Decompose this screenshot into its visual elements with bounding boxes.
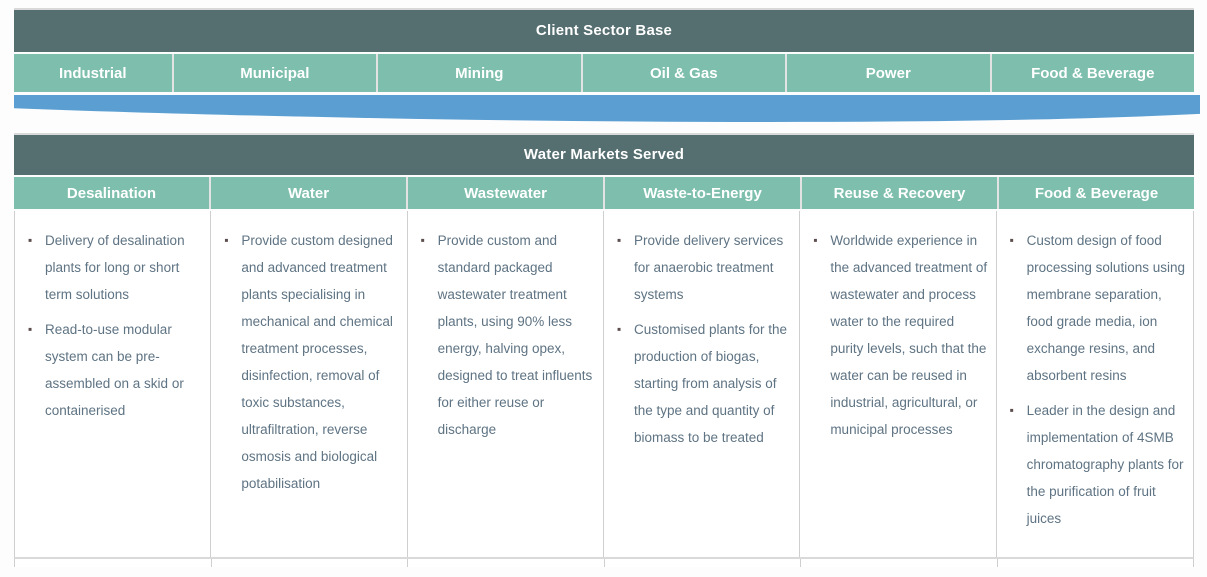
bullet-item: Provide custom designed and advanced tre… <box>217 227 398 497</box>
bullet-list: Worldwide experience in the advanced tre… <box>806 227 987 443</box>
footer-cell <box>408 559 605 567</box>
client-sector-title: Client Sector Base <box>14 8 1194 52</box>
market-header-wastewater: Wastewater <box>408 177 605 209</box>
sector-cell-industrial: Industrial <box>14 54 174 92</box>
market-header-water: Water <box>211 177 408 209</box>
sector-cell-municipal: Municipal <box>173 54 379 92</box>
bullet-item: Leader in the design and implementation … <box>1003 397 1185 532</box>
sector-cell-food-beverage: Food & Beverage <box>991 54 1194 92</box>
market-header-reuse-recovery: Reuse & Recovery <box>802 177 999 209</box>
bullet-item: Provide delivery services for anaerobic … <box>610 227 791 308</box>
footer-cell <box>998 559 1194 567</box>
market-column-wastewater: Provide custom and standard packaged was… <box>408 211 604 557</box>
bullet-item: Read-to-use modular system can be pre-as… <box>21 316 202 424</box>
bullet-list: Delivery of desalination plants for long… <box>21 227 202 424</box>
bullet-list: Provide custom and standard packaged was… <box>414 227 595 443</box>
market-column-water: Provide custom designed and advanced tre… <box>211 211 408 557</box>
water-markets-title: Water Markets Served <box>14 133 1194 175</box>
sector-cell-power: Power <box>787 54 992 92</box>
bullet-item: Custom design of food processing solutio… <box>1003 227 1185 389</box>
bullet-item: Customised plants for the production of … <box>610 316 791 451</box>
sector-cell-mining: Mining <box>378 54 583 92</box>
market-column-waste-to-energy: Provide delivery services for anaerobic … <box>604 211 801 557</box>
footer-cell <box>605 559 801 567</box>
footer-cell <box>801 559 998 567</box>
bullet-item: Provide custom and standard packaged was… <box>414 227 595 443</box>
bullet-list: Provide delivery services for anaerobic … <box>610 227 791 451</box>
bullet-item: Delivery of desalination plants for long… <box>21 227 202 308</box>
market-column-reuse-recovery: Worldwide experience in the advanced tre… <box>800 211 997 557</box>
water-markets-body-row: Delivery of desalination plants for long… <box>14 211 1194 559</box>
market-header-food-beverage: Food & Beverage <box>999 177 1194 209</box>
sector-cell-oil-gas: Oil & Gas <box>582 54 788 92</box>
bullet-list: Provide custom designed and advanced tre… <box>217 227 398 497</box>
footer-cell <box>212 559 408 567</box>
bullet-list: Custom design of food processing solutio… <box>1003 227 1185 532</box>
market-header-desalination: Desalination <box>14 177 211 209</box>
bullet-item: Worldwide experience in the advanced tre… <box>806 227 987 443</box>
water-markets-footer-row <box>14 559 1194 567</box>
market-header-waste-to-energy: Waste-to-Energy <box>605 177 802 209</box>
market-column-desalination: Delivery of desalination plants for long… <box>15 211 212 557</box>
market-column-food-beverage: Custom design of food processing solutio… <box>997 211 1193 557</box>
footer-cell <box>15 559 212 567</box>
swoosh-divider-shape <box>14 95 1200 122</box>
